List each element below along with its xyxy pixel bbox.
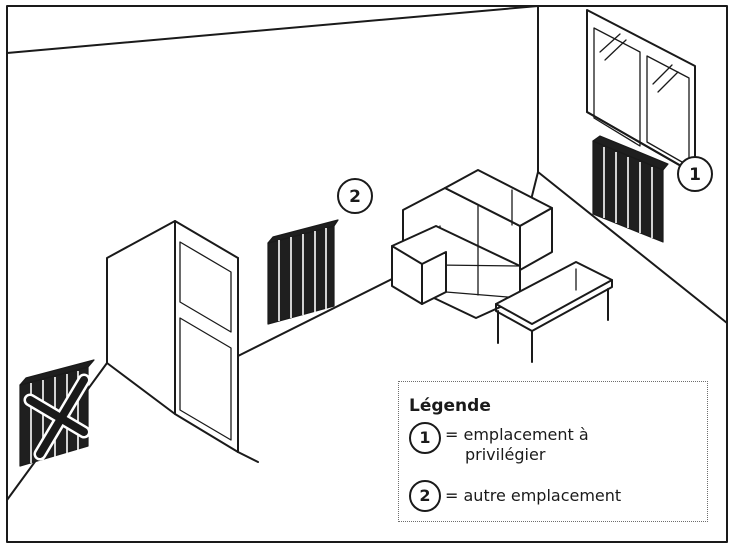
diagram-frame (6, 5, 728, 543)
callout-1-label: 1 (689, 165, 701, 185)
radiator-preferred (592, 135, 669, 243)
legend: Légende 1 = emplacement à privilégier 2 … (398, 381, 708, 522)
circle-1-icon: 1 (677, 156, 713, 192)
legend-title: Légende (409, 396, 491, 416)
door (106, 220, 259, 463)
cross-icon (23, 373, 91, 461)
radiator-other (267, 219, 339, 325)
legend-marker-1: 1 (409, 422, 441, 454)
legend-item-2: 2 = autre emplacement (409, 480, 699, 512)
room-walls (6, 5, 728, 501)
legend-item-2-text: = autre emplacement (445, 486, 622, 505)
legend-marker-2: 2 (409, 480, 441, 512)
legend-item-1: 1 = emplacement à privilégier (409, 422, 699, 466)
circle-2-icon: 2 (337, 178, 373, 214)
legend-item-1-text-cont: privilégier (465, 445, 546, 464)
callout-2-label: 2 (349, 187, 361, 207)
legend-item-1-text: = emplacement à (445, 425, 589, 444)
coffee-table (495, 261, 613, 363)
sofa (391, 169, 553, 319)
